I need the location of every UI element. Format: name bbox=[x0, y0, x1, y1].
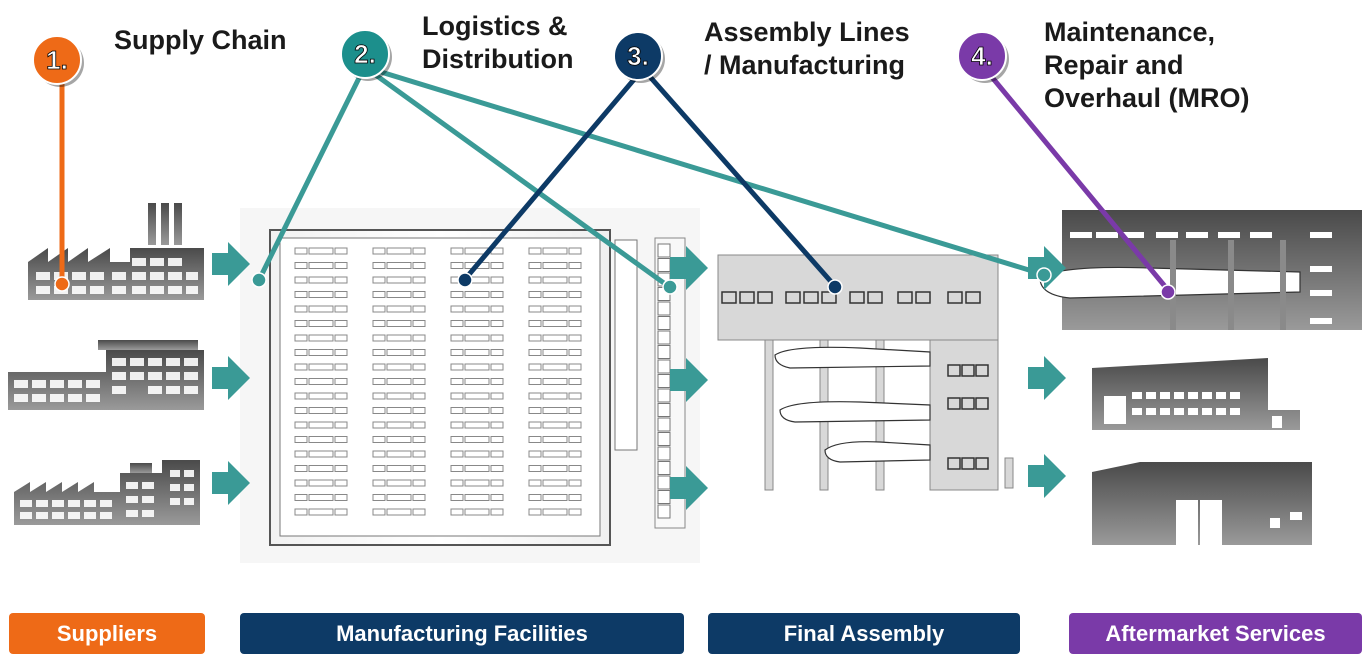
flow-arrow bbox=[670, 358, 708, 402]
flow-arrow bbox=[1028, 454, 1066, 498]
stage-1-badge: 1. bbox=[32, 35, 84, 87]
flow-arrow bbox=[670, 466, 708, 510]
connector-endpoints bbox=[54, 267, 1176, 300]
flow-arrow bbox=[670, 246, 708, 290]
mro-hangar bbox=[1039, 210, 1362, 330]
stage-4-label-line: Repair and bbox=[1044, 50, 1184, 80]
stage-4-label-line: Overhaul (MRO) bbox=[1044, 83, 1250, 113]
stage-1-label-line: Supply Chain bbox=[114, 25, 287, 55]
flow-arrow bbox=[212, 242, 250, 286]
bar-aftermarket-services-label: Aftermarket Services bbox=[1105, 620, 1326, 646]
connector-logistics-2 bbox=[363, 65, 671, 289]
flow-arrow bbox=[212, 356, 250, 400]
stage-2-label: Logistics & Distribution bbox=[422, 10, 573, 76]
connector-logistics-3 bbox=[365, 65, 1045, 277]
connector-logistics-1 bbox=[257, 65, 367, 281]
stage-4-badge: 4. bbox=[957, 31, 1009, 83]
bar-aftermarket-services: Aftermarket Services bbox=[1069, 613, 1362, 654]
stage-4-label: Maintenance, Repair and Overhaul (MRO) bbox=[1044, 16, 1250, 115]
stage-3-label-line: / Manufacturing bbox=[704, 50, 905, 80]
connector-assembly-2 bbox=[641, 67, 837, 288]
supplier-factory-middle bbox=[8, 340, 204, 410]
bar-suppliers: Suppliers bbox=[9, 613, 205, 654]
aftermarket-warehouse bbox=[1092, 358, 1300, 430]
flow-arrow bbox=[212, 461, 250, 505]
aftermarket-depot bbox=[1092, 462, 1312, 545]
stage-2-label-line: Distribution bbox=[422, 44, 574, 74]
stage-4-label-line: Maintenance, bbox=[1044, 17, 1216, 47]
stage-4-number: 4. bbox=[971, 41, 993, 71]
bar-manufacturing-facilities-label: Manufacturing Facilities bbox=[336, 620, 588, 646]
bar-manufacturing-facilities: Manufacturing Facilities bbox=[240, 613, 684, 654]
flow-arrows bbox=[212, 242, 1066, 510]
stage-3-label-line: Assembly Lines bbox=[704, 17, 910, 47]
stage-2-number: 2. bbox=[354, 39, 376, 69]
stage-badges: 1. 2. 3. 4. bbox=[32, 29, 1009, 87]
stage-3-number: 3. bbox=[627, 41, 649, 71]
bar-suppliers-label: Suppliers bbox=[56, 620, 158, 646]
stage-2-badge: 2. bbox=[340, 29, 392, 81]
stage-1-label: Supply Chain bbox=[114, 24, 287, 57]
connector-mro bbox=[983, 67, 1171, 293]
connector-assembly-1 bbox=[463, 67, 645, 281]
stage-2-label-line: Logistics & bbox=[422, 11, 568, 41]
bar-final-assembly-label: Final Assembly bbox=[783, 620, 945, 646]
supplier-factory-bottom bbox=[14, 460, 200, 525]
manufacturing-facility bbox=[240, 208, 700, 563]
stage-1-number: 1. bbox=[46, 45, 68, 75]
flow-arrow bbox=[1028, 356, 1066, 400]
bar-final-assembly: Final Assembly bbox=[708, 613, 1020, 654]
stage-3-badge: 3. bbox=[613, 31, 665, 83]
final-assembly-hangar bbox=[717, 254, 1014, 491]
stage-3-label: Assembly Lines / Manufacturing bbox=[704, 16, 910, 82]
connector-lines bbox=[59, 65, 1171, 293]
supplier-factory-top bbox=[28, 203, 204, 300]
